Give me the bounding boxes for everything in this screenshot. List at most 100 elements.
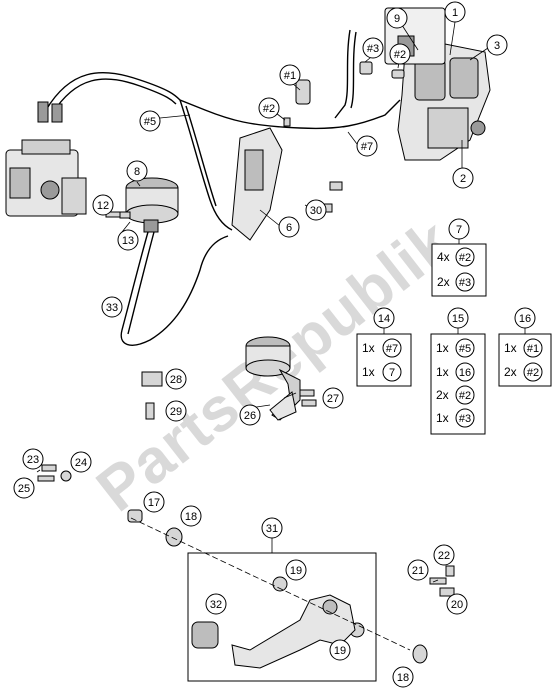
callout-21: 21 [407, 559, 429, 581]
svg-text:13: 13 [122, 235, 134, 247]
callout-31: 31 [261, 517, 283, 539]
callout-25: 25 [13, 477, 35, 499]
washer-18-lower [412, 644, 428, 664]
callout-8: 8 [126, 160, 148, 182]
callout-33: 33 [101, 296, 123, 318]
bushing-19-upper [272, 576, 288, 592]
kit-7-row2-qty: 2x [437, 275, 450, 289]
callout-19-upper: 19 [285, 559, 307, 581]
svg-text:#1: #1 [284, 70, 296, 82]
washer-h2 [283, 117, 291, 127]
callout-h2-lower: #2 [258, 97, 280, 119]
kit-14-row2-ref: 7 [389, 367, 395, 379]
svg-text:32: 32 [210, 599, 222, 611]
svg-text:#2: #2 [394, 49, 406, 61]
callout-h2-upper: #2 [389, 43, 411, 65]
svg-text:12: 12 [97, 200, 109, 212]
svg-text:19: 19 [290, 565, 302, 577]
brake-caliper [384, 7, 491, 161]
brake-hose-33 [120, 231, 229, 346]
kit-box-14: 14 1x #7 1x 7 [356, 307, 412, 387]
callout-1: 1 [444, 1, 466, 23]
callout-3: 3 [486, 34, 508, 56]
svg-text:26: 26 [244, 410, 256, 422]
svg-text:1: 1 [452, 7, 458, 19]
kit-15-number: 15 [452, 313, 464, 325]
clip-28 [141, 371, 163, 387]
brake-line-upper [45, 72, 401, 130]
brake-fluid-reservoir [125, 177, 179, 233]
kit-14-row2-qty: 1x [362, 365, 375, 379]
callout-18-upper: 18 [180, 505, 202, 527]
svg-text:#7: #7 [361, 141, 373, 153]
callout-9: 9 [386, 7, 408, 29]
washer-18-upper [165, 527, 183, 547]
bolt-13 [119, 211, 131, 219]
callout-28: 28 [165, 368, 187, 390]
kit-15-row4-qty: 1x [436, 411, 449, 425]
svg-text:20: 20 [451, 599, 463, 611]
callout-18-lower: 18 [392, 666, 414, 688]
kit-15-row2-ref: 16 [459, 367, 471, 379]
callout-17: 17 [143, 491, 165, 513]
kit-16-row1-ref: #1 [527, 343, 539, 355]
spring-20 [439, 587, 455, 597]
svg-text:19: 19 [334, 645, 346, 657]
svg-text:2: 2 [460, 173, 466, 185]
callout-22: 22 [433, 544, 455, 566]
callout-19-lower: 19 [329, 639, 351, 661]
callout-h3: #3 [362, 37, 384, 59]
callout-13: 13 [117, 229, 139, 251]
svg-text:18: 18 [185, 511, 197, 523]
kit-box-7: 7 4x #2 2x #3 [431, 218, 487, 297]
kit-16-number: 16 [519, 313, 531, 325]
callout-32: 32 [205, 593, 227, 615]
kit-15-row4-ref: #3 [459, 413, 471, 425]
kit-14-row1-qty: 1x [362, 341, 375, 355]
kit-15-row3-qty: 2x [436, 388, 449, 402]
kit-14-number: 14 [378, 313, 390, 325]
callout-h5: #5 [139, 110, 161, 132]
svg-text:3: 3 [494, 40, 500, 52]
svg-text:22: 22 [438, 550, 450, 562]
svg-text:25: 25 [18, 483, 30, 495]
callout-labels: 1 9 3 2 #3 #2 #1 #2 #5 #7 8 6 30 12 13 3… [13, 1, 508, 688]
svg-text:31: 31 [266, 523, 278, 535]
fitting-h3 [359, 61, 373, 75]
brake-fluid-reservoir-lower [245, 336, 301, 421]
kit-15-row2-qty: 1x [436, 365, 449, 379]
svg-text:9: 9 [394, 13, 400, 25]
svg-text:6: 6 [286, 222, 292, 234]
kit-box-15: 15 1x #5 1x 16 2x #2 1x #3 [430, 307, 486, 435]
kit-7-row2-ref: #3 [459, 277, 471, 289]
callout-2: 2 [452, 167, 474, 189]
svg-text:8: 8 [134, 166, 140, 178]
kit-box-16: 16 1x #1 2x #2 [498, 307, 552, 387]
callout-27: 27 [322, 387, 344, 409]
bolt-23 [41, 464, 57, 472]
kit-7-row1-qty: 4x [437, 250, 450, 264]
abs-unit [5, 101, 87, 217]
pin-29 [145, 402, 155, 420]
bolt-17 [127, 509, 143, 523]
kit-15-row3-ref: #2 [459, 390, 471, 402]
brake-line-upright [334, 29, 351, 119]
callout-h7: #7 [356, 135, 378, 157]
kit-15-row1-qty: 1x [436, 341, 449, 355]
svg-text:21: 21 [412, 565, 424, 577]
bolt-21 [429, 577, 447, 585]
nut-22 [445, 565, 455, 577]
rear-master-cylinder [231, 127, 283, 241]
svg-text:#5: #5 [144, 116, 156, 128]
kit-14-row1-ref: #7 [386, 343, 398, 355]
kit-16-row1-qty: 1x [504, 341, 517, 355]
pedal-pad-32 [191, 621, 219, 649]
bolt-25 [37, 475, 55, 482]
callout-20: 20 [446, 593, 468, 615]
callout-h1: #1 [279, 64, 301, 86]
kit-16-row2-qty: 2x [504, 365, 517, 379]
brake-pedal [191, 594, 356, 669]
callout-23: 23 [22, 448, 44, 470]
svg-text:27: 27 [327, 393, 339, 405]
